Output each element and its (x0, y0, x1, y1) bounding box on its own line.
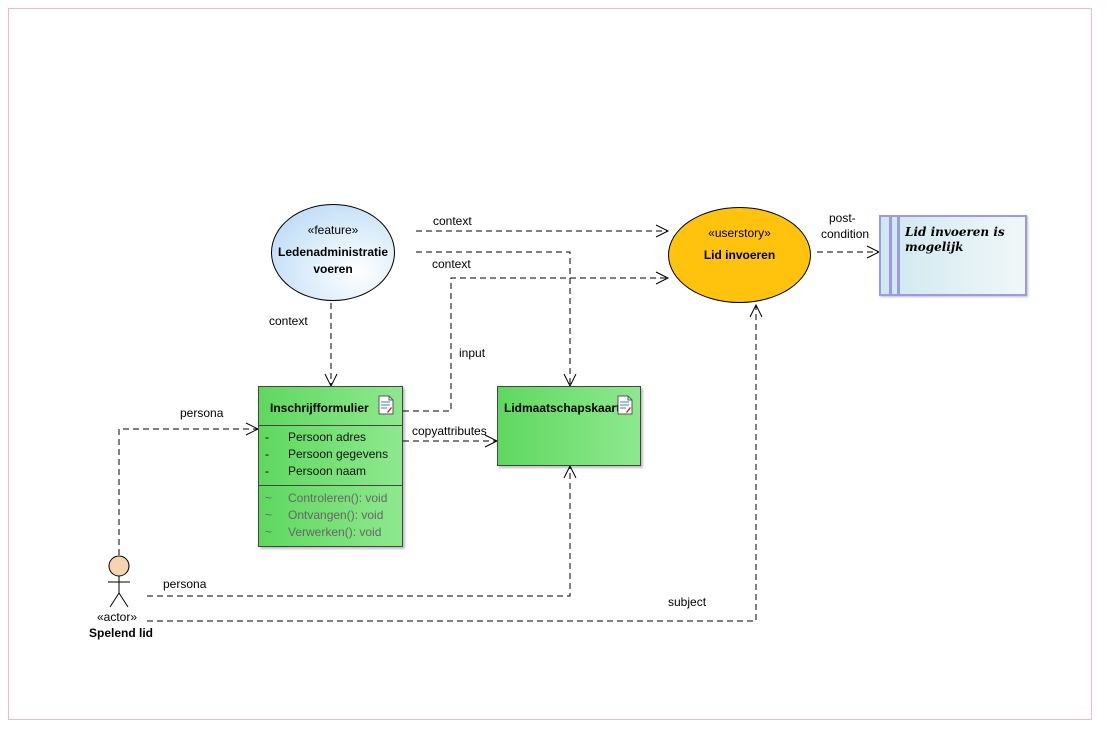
note-bar (889, 217, 892, 294)
userstory-name: Lid invoeren (703, 248, 776, 262)
note-text: Lid invoeren is mogelijk (905, 225, 1005, 254)
class-separator (259, 425, 402, 426)
edge-label-persona: persona (163, 577, 207, 591)
feature-stereotype: «feature» (307, 223, 359, 237)
edge-label-context: context (269, 314, 308, 328)
arrowhead-kaart-bottom (563, 464, 577, 479)
edge-actor-to-inschrijf-persona (118, 428, 258, 555)
operation-item: Controleren(): void (288, 491, 388, 505)
userstory-ellipse[interactable]: «userstory» Lid invoeren (668, 207, 811, 303)
attribute-item: Persoon gegevens (288, 447, 389, 461)
edge-label-input: input (459, 346, 486, 360)
feature-name-line1: Ledenadministratie (277, 245, 389, 259)
postcondition-note[interactable]: Lid invoeren is mogelijk (879, 215, 1027, 296)
actor-figure (108, 555, 130, 608)
edge-label-condition: condition (821, 227, 870, 241)
edge-feature-to-lidmaatschapskaart (416, 251, 571, 386)
diagram-frame (8, 8, 1092, 720)
class-title: Inschrijfformulier (270, 401, 369, 415)
attribute-item: Persoon adres (288, 430, 367, 444)
operation-item: Ontvangen(): void (288, 508, 384, 522)
feature-ellipse[interactable]: «feature» Ledenadministratie voeren (271, 204, 395, 301)
actor-name[interactable]: Spelend lid (89, 626, 154, 640)
arrowhead-userstory-bottom (749, 303, 763, 318)
attribute-item: Persoon naam (288, 464, 367, 478)
edge-label-context: context (432, 257, 471, 271)
edge-actor-to-kaart-persona (147, 466, 571, 597)
userstory-stereotype: «userstory» (708, 226, 771, 240)
edge-label-context: context (433, 214, 472, 228)
edge-label-persona: persona (180, 406, 224, 420)
edge-label-copyattributes: copyattributes (412, 424, 487, 438)
attribute-visibility: - (265, 447, 269, 461)
edge-label-post: post- (829, 211, 856, 225)
note-bar (897, 217, 900, 294)
document-icon (378, 395, 394, 415)
class-lidmaatschapskaart[interactable]: Lidmaatschapskaart (497, 386, 641, 466)
operation-visibility: ~ (265, 508, 273, 522)
class-separator (259, 485, 402, 486)
edge-inschrijf-to-userstory-input (403, 277, 668, 412)
attribute-visibility: - (265, 464, 269, 478)
operation-visibility: ~ (265, 491, 273, 505)
actor-stereotype: «actor» (97, 610, 138, 624)
class-title: Lidmaatschapskaart (504, 401, 621, 415)
edge-actor-to-userstory-subject (147, 305, 757, 622)
arrowhead-userstory-top (655, 224, 670, 238)
operation-item: Verwerken(): void (288, 525, 382, 539)
edge-label-subject: subject (668, 595, 707, 609)
attribute-visibility: - (265, 430, 269, 444)
operation-visibility: ~ (265, 525, 273, 539)
class-inschrijfformulier[interactable]: Inschrijfformulier - Persoon adres - Per… (258, 386, 403, 547)
feature-name-line2: voeren (313, 262, 353, 276)
arrowhead-userstory-mid (655, 271, 670, 285)
document-icon (617, 395, 633, 415)
